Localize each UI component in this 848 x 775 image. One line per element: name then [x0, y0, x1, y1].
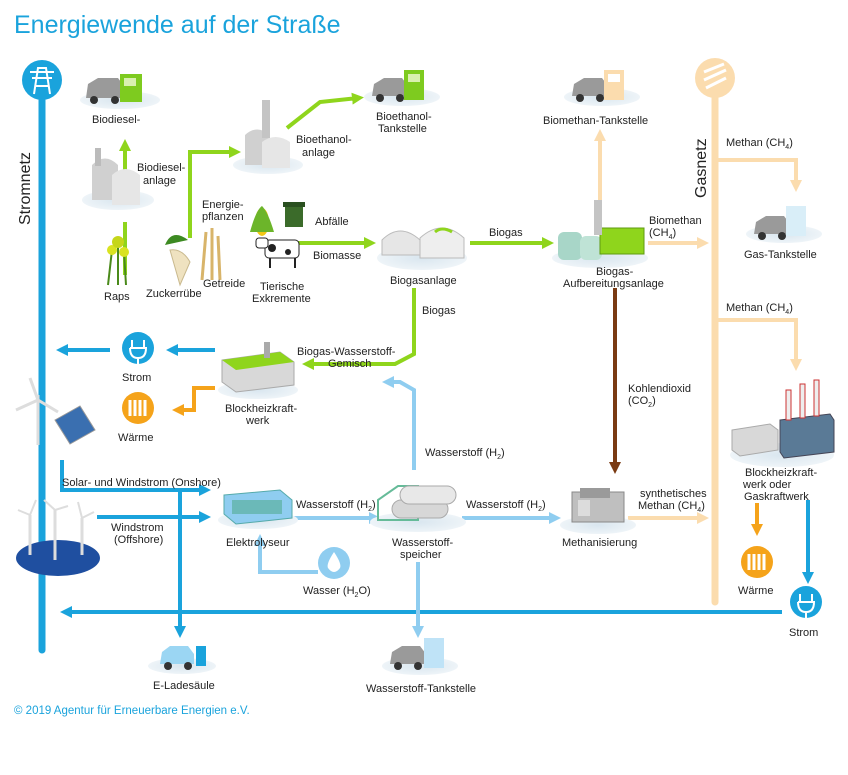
biomethan-tank-label: Biomethan-Tankstelle [543, 115, 648, 127]
radiator-icon [122, 392, 154, 424]
offshore-wind-icon [16, 499, 100, 576]
biogas-upgrading-plant-icon [552, 200, 648, 268]
bhkw-gas-label-1: Blockheizkraft- [745, 467, 817, 479]
gasnetz-label: Gasnetz [693, 138, 710, 198]
plug-icon [790, 586, 822, 618]
mix-label-1: Biogas-Wasserstoff- [297, 346, 396, 358]
water-drop-icon [318, 547, 350, 579]
plug-icon [122, 332, 154, 364]
raps-label: Raps [104, 291, 130, 303]
onshore-wind-solar-icon [15, 377, 96, 445]
biomethan-label-2: (CH4) [649, 227, 676, 241]
gas-tank-label: Gas-Tankstelle [744, 249, 817, 261]
waerme-left-label: Wärme [118, 432, 153, 444]
solarwind-label: Solar- und Windstrom (Onshore) [62, 477, 221, 489]
energiepflanzen-label-1: Energie- [202, 199, 244, 211]
methanisierung-label: Methanisierung [562, 537, 637, 549]
bioethanol-tank-label-2: Tankstelle [378, 123, 427, 135]
copyright: © 2019 Agentur für Erneuerbare Energien … [14, 705, 250, 717]
zuckerruebe-label: Zuckerrübe [146, 288, 202, 300]
bioethanol-anlage-label-1: Bioethanol- [296, 134, 352, 146]
waste-bin-icon [283, 202, 305, 227]
biodiesel-anlage-label-1: Biodiesel- [137, 162, 186, 174]
strom-right-label: Strom [789, 627, 818, 639]
windstrom-label-1: Windstrom [111, 522, 164, 534]
heat-flows [172, 386, 763, 536]
h2-station-icon [382, 638, 458, 675]
gas-power-plant-icon [730, 379, 835, 467]
power-pole-icon [22, 60, 62, 100]
bioethanol-station-icon [364, 70, 440, 106]
bhkw-label-2: werk [245, 415, 270, 427]
mix-label-2: Gemisch [328, 358, 371, 370]
wasserstoff-up-label: Wasserstoff (H2) [425, 447, 505, 461]
kohlendioxid-label-1: Kohlendioxid [628, 383, 691, 395]
tierische-label-1: Tierische [260, 281, 304, 293]
electrolyzer-icon [218, 489, 298, 529]
elektrolyseur-label: Elektrolyseur [226, 537, 290, 549]
maize-icon [250, 206, 274, 236]
bhkw-gas-label-2: werk oder [742, 479, 792, 491]
kohlendioxid-label-2: (CO2) [628, 395, 656, 409]
gas-flows [594, 129, 802, 524]
biogas-label-1: Biogas [489, 227, 523, 239]
biodiesel-plant-icon [82, 148, 154, 210]
eladesaeule-label: E-Ladesäule [153, 680, 215, 692]
getreide-icon [200, 228, 222, 281]
methanation-plant-icon [560, 488, 636, 534]
biodiesel-label: Biodiesel- [92, 114, 141, 126]
raps-plant-icon [107, 236, 129, 286]
speicher-label-2: speicher [400, 549, 442, 561]
wasserstoff-b-label: Wasserstoff (H2) [466, 499, 546, 513]
energiepflanzen-label-2: pflanzen [202, 211, 244, 223]
stromnetz-label: Stromnetz [17, 152, 34, 225]
bioethanol-plant-icon [233, 100, 303, 174]
bhkw-icon [218, 342, 298, 399]
gas-station-icon [746, 206, 822, 243]
methan-label-2: Methan (CH4) [726, 302, 793, 316]
bhkw-label-1: Blockheizkraft- [225, 403, 297, 415]
speicher-label-1: Wasserstoff- [392, 537, 453, 549]
tierische-label-2: Exkremente [252, 293, 311, 305]
strom-flows [56, 344, 814, 638]
strom-left-label: Strom [122, 372, 151, 384]
biodiesel-station-icon [80, 74, 160, 109]
synth-label-2: Methan (CH4) [638, 500, 705, 514]
wasser-label: Wasser (H2O) [303, 585, 371, 599]
methan-label-1: Methan (CH4) [726, 137, 793, 151]
biodiesel-anlage-label-2: anlage [143, 175, 176, 187]
cow-icon [255, 237, 300, 268]
bioethanol-anlage-label-2: anlage [302, 147, 335, 159]
radiator-icon [741, 546, 773, 578]
h2-storage-icon [370, 485, 466, 532]
wasserstoff-a-label: Wasserstoff (H2) [296, 499, 376, 513]
h2-tank-label: Wasserstoff-Tankstelle [366, 683, 476, 695]
biogas-label-2: Biogas [422, 305, 456, 317]
aufbereitung-label-2: Aufbereitungsanlage [563, 278, 664, 290]
biomethan-station-icon [564, 70, 640, 106]
biogasanlage-label: Biogasanlage [390, 275, 457, 287]
bioethanol-tank-label-1: Bioethanol- [376, 111, 432, 123]
waerme-right-label: Wärme [738, 585, 773, 597]
getreide-label: Getreide [203, 278, 245, 290]
abfaelle-label: Abfälle [315, 216, 349, 228]
synth-label-1: synthetisches [640, 488, 707, 500]
h2-flows [254, 376, 561, 638]
biomethan-label-1: Biomethan [649, 215, 702, 227]
biogas-plant-icon [377, 227, 467, 270]
gas-network-icon [695, 58, 735, 98]
page-title: Energiewende auf der Straße [14, 11, 341, 39]
windstrom-label-2: (Offshore) [114, 534, 163, 546]
aufbereitung-label-1: Biogas- [596, 266, 634, 278]
biomasse-label: Biomasse [313, 250, 361, 262]
ev-charger-icon [148, 646, 216, 674]
zuckerruebe-icon [165, 235, 191, 287]
bhkw-gas-label-3: Gaskraftwerk [744, 491, 809, 503]
